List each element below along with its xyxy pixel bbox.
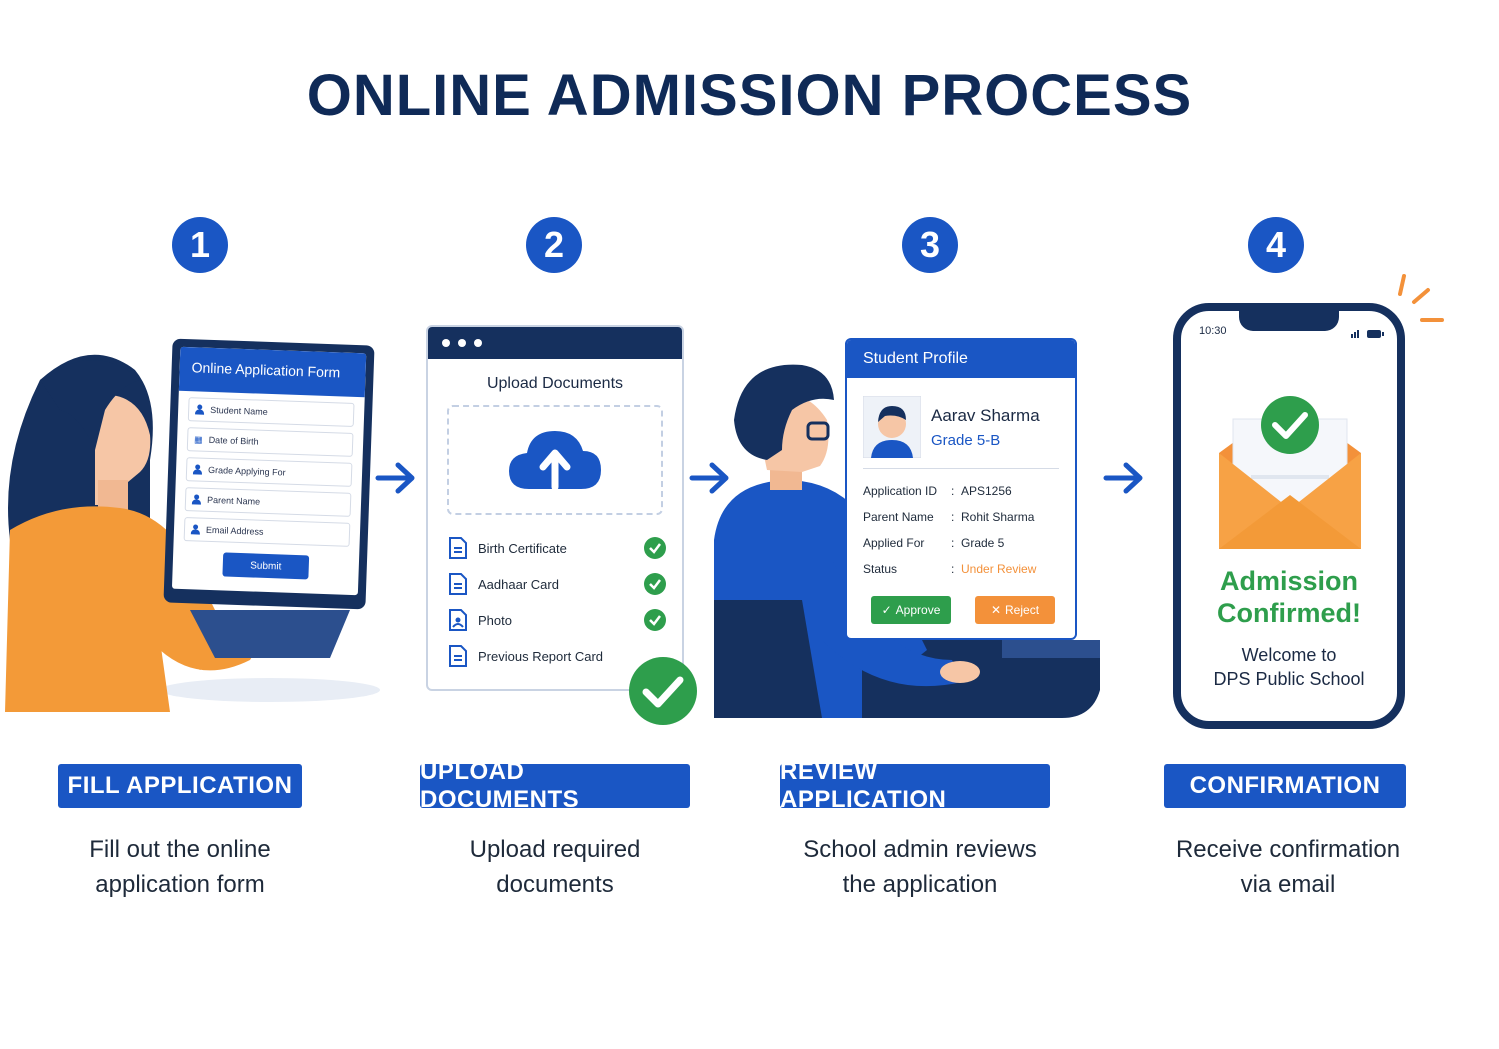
form-title: Online Application Form — [178, 346, 367, 398]
upload-documents-card: Upload Documents Birth Certificate Aadha… — [426, 325, 684, 691]
checkmark-icon: ✓ — [881, 603, 892, 617]
laptop: Online Application Form Student Name ▦Da… — [163, 338, 375, 610]
parent-name-row: Parent Name:Rohit Sharma — [863, 510, 1035, 524]
upload-dropzone[interactable] — [447, 405, 663, 515]
person-icon — [195, 404, 204, 414]
document-row: Aadhaar Card — [448, 571, 666, 597]
arrow-right-icon — [689, 462, 729, 494]
approve-button[interactable]: ✓Approve — [871, 596, 951, 624]
application-id-row: Application ID:APS1256 — [863, 484, 1012, 498]
step-3-badge: 3 — [902, 217, 958, 273]
parent-name-field[interactable]: Parent Name — [184, 487, 352, 517]
close-icon: ✕ — [990, 603, 1002, 617]
document-row: Previous Report Card — [448, 643, 666, 669]
document-icon — [449, 537, 467, 559]
step-4-badge: 4 — [1248, 217, 1304, 273]
window-titlebar — [428, 327, 682, 359]
step-1-badge: 1 — [172, 217, 228, 273]
phone-time: 10:30 — [1199, 325, 1227, 337]
date-of-birth-field[interactable]: ▦Date of Birth — [186, 427, 354, 457]
applied-for-row: Applied For:Grade 5 — [863, 536, 1005, 550]
check-circle-icon — [644, 573, 666, 595]
calendar-icon: ▦ — [194, 433, 203, 445]
profile-header: Student Profile — [847, 340, 1075, 378]
check-circle-icon — [644, 609, 666, 631]
student-name-field[interactable]: Student Name — [187, 397, 355, 427]
arrow-right-icon — [375, 462, 415, 494]
document-icon — [449, 645, 467, 667]
student-grade: Grade 5-B — [931, 432, 1001, 449]
photo-document-icon — [449, 609, 467, 631]
divider — [863, 468, 1059, 469]
document-icon — [449, 573, 467, 595]
cloud-upload-icon — [509, 431, 601, 491]
large-check-circle-icon — [629, 657, 697, 725]
student-profile-card: Student Profile Aarav Sharma Grade 5-B A… — [845, 338, 1077, 640]
check-circle-icon — [644, 537, 666, 559]
admission-confirmed-text: Admission Confirmed! — [1217, 566, 1361, 628]
welcome-message: Welcome to DPS Public School — [1213, 645, 1365, 689]
signal-battery-icon — [1351, 330, 1384, 338]
person-icon — [192, 494, 201, 504]
upload-title: Upload Documents — [486, 375, 624, 392]
page-title: ONLINE ADMISSION PROCESS — [306, 63, 1193, 128]
reject-button[interactable]: ✕Reject — [975, 596, 1055, 624]
student-name: Aarav Sharma — [931, 406, 1040, 425]
phone: 10:30 Admission Confirmed! Welcome to DP… — [1173, 303, 1405, 729]
envelope-email-icon — [1219, 396, 1361, 549]
student-avatar — [863, 396, 921, 458]
step-4-label: CONFIRMATION — [1164, 764, 1406, 808]
document-row: Photo — [448, 607, 666, 633]
status-row: Status:Under Review — [863, 562, 1037, 576]
application-form: Online Application Form Student Name ▦Da… — [171, 346, 367, 596]
document-row: Birth Certificate — [448, 535, 666, 561]
step-2-label: UPLOAD DOCUMENTS — [420, 758, 690, 813]
step-3-label: REVIEW APPLICATION — [780, 758, 1050, 813]
email-address-field[interactable]: Email Address — [183, 517, 351, 547]
step-1-label: FILL APPLICATION — [58, 764, 302, 808]
submit-button[interactable]: Submit — [222, 552, 310, 580]
arrow-right-icon — [1103, 462, 1143, 494]
status-badge: Under Review — [961, 562, 1037, 576]
person-icon — [191, 524, 200, 534]
grade-field[interactable]: Grade Applying For — [185, 457, 353, 487]
notification-burst-icon — [1398, 274, 1444, 322]
person-icon — [193, 464, 202, 474]
phone-notch — [1239, 311, 1339, 331]
step-2-badge: 2 — [526, 217, 582, 273]
